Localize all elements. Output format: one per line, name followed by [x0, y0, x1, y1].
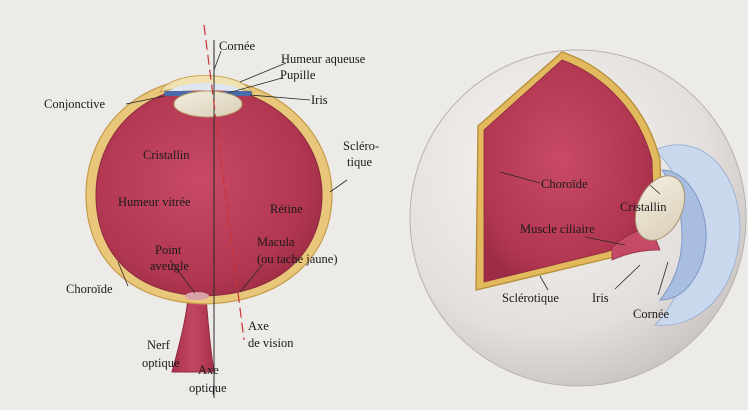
label-humeur-aqueuse: Humeur aqueuse — [281, 52, 366, 66]
label-right-sclerotique: Sclérotique — [502, 291, 559, 305]
label-right-cristallin: Cristallin — [620, 200, 667, 214]
label-cornee: Cornée — [219, 39, 256, 53]
label-choroide: Choroïde — [66, 282, 113, 296]
label-pupille: Pupille — [280, 68, 316, 82]
label-retine: Rétine — [270, 202, 303, 216]
right-eye-cutaway — [410, 50, 746, 386]
label-point-aveugle-1: Point — [155, 243, 182, 257]
label-axe-vision-2: de vision — [248, 336, 294, 350]
label-cristallin: Cristallin — [143, 148, 190, 162]
lens — [174, 91, 242, 117]
label-axe-optique-2: optique — [189, 381, 227, 395]
label-point-aveugle-2: aveugle — [150, 259, 189, 273]
label-conjonctive: Conjonctive — [44, 97, 106, 111]
label-nerf-optique-2: optique — [142, 356, 180, 370]
label-humeur-vitree: Humeur vitrée — [118, 195, 191, 209]
label-macula-2: (ou tache jaune) — [257, 252, 338, 266]
label-right-muscle-ciliaire: Muscle ciliaire — [520, 222, 595, 236]
label-sclerotique-2: tique — [347, 155, 372, 169]
label-iris: Iris — [311, 93, 328, 107]
label-macula-1: Macula — [257, 235, 295, 249]
blind-spot — [185, 292, 209, 300]
label-right-cornee: Cornée — [633, 307, 670, 321]
label-sclerotique-1: Scléro- — [343, 139, 379, 153]
label-right-choroide: Choroïde — [541, 177, 588, 191]
label-right-iris: Iris — [592, 291, 609, 305]
label-nerf-optique-1: Nerf — [147, 338, 171, 352]
label-axe-optique-1: Axe — [198, 363, 219, 377]
label-axe-vision-1: Axe — [248, 319, 269, 333]
